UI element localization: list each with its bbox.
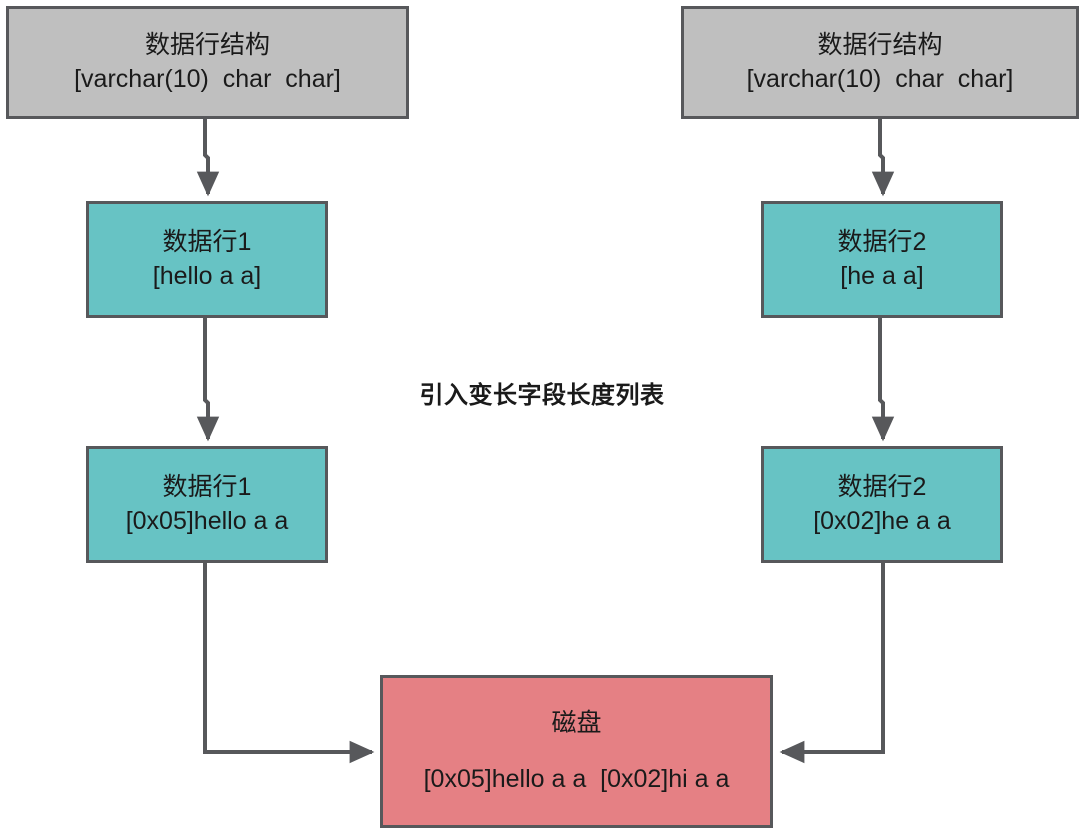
node-title: 数据行1 [162,472,252,501]
edge-row1-a-to-row1-b [196,318,220,442]
node-data-row-structure-right: 数据行结构 [varchar(10) char char] [681,6,1079,119]
node-detail: [0x05]hello a a [125,506,289,535]
node-data-row-1-with-length-list: 数据行1 [0x05]hello a a [86,446,328,563]
node-data-row-structure-left: 数据行结构 [varchar(10) char char] [6,6,409,119]
node-title: 数据行结构 [144,30,270,59]
edge-struct-left-to-row1-a [196,119,220,197]
node-detail: [0x02]he a a [813,506,951,535]
node-detail: [varchar(10) char char] [74,64,341,93]
node-title: 磁盘 [551,708,602,737]
node-title: 数据行结构 [817,30,943,59]
node-title: 数据行1 [162,227,252,256]
edge-row2-b-to-disk [779,563,885,764]
edge-row1-b-to-disk [203,563,375,764]
node-detail: [varchar(10) char char] [746,64,1014,93]
node-title: 数据行2 [837,472,927,501]
diagram-title: 引入变长字段长度列表 [419,382,665,409]
edge-row2-a-to-row2-b [871,318,895,442]
node-disk: 磁盘 [0x05]hello a a [0x02]hi a a [380,675,773,828]
edge-struct-right-to-row2-a [871,119,895,197]
node-detail: [he a a] [840,261,924,290]
node-detail: [hello a a] [152,261,262,290]
node-data-row-1-plain: 数据行1 [hello a a] [86,201,328,318]
node-data-row-2-plain: 数据行2 [he a a] [761,201,1003,318]
node-data-row-2-with-length-list: 数据行2 [0x02]he a a [761,446,1003,563]
node-title: 数据行2 [837,227,927,256]
node-detail: [0x05]hello a a [0x02]hi a a [423,764,730,793]
